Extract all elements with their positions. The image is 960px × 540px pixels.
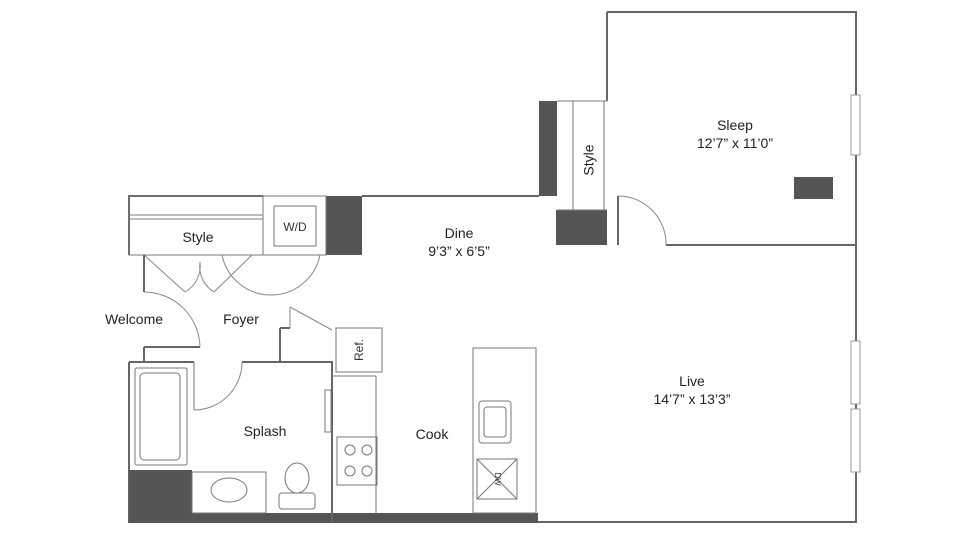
exterior-walls xyxy=(128,11,857,523)
washer-dryer-label: W/D xyxy=(283,220,307,234)
room-label-cook: Cook xyxy=(416,426,450,442)
room-label-live: Live xyxy=(679,373,705,389)
sleep-walls xyxy=(557,100,856,246)
room-dims-sleep: 12’7” x 11’0” xyxy=(697,135,773,151)
room-label-dine: Dine xyxy=(445,225,474,241)
column-block xyxy=(326,196,362,255)
refrigerator-label: Ref. xyxy=(352,339,366,361)
room-dims-live: 14’7” x 13’3” xyxy=(653,391,730,407)
column-block xyxy=(556,210,607,245)
room-dims-dine: 9’3” x 6’5” xyxy=(428,243,490,259)
room-label-style-left: Style xyxy=(182,229,213,245)
bottom-wall xyxy=(192,513,538,523)
washer-dryer-closet xyxy=(221,195,327,296)
bathroom xyxy=(129,361,333,522)
room-label-welcome: Welcome xyxy=(105,311,163,327)
room-label-foyer: Foyer xyxy=(223,311,259,327)
room-label-splash: Splash xyxy=(244,423,287,439)
room-label-sleep: Sleep xyxy=(717,117,753,133)
radiator xyxy=(794,177,833,199)
column-block xyxy=(539,101,557,196)
foyer-walls xyxy=(143,255,333,362)
kitchen xyxy=(332,327,537,514)
column-block xyxy=(129,470,192,523)
dishwasher-label: DW xyxy=(493,472,502,486)
windows xyxy=(850,94,861,473)
room-label-style-right: Style xyxy=(581,144,597,175)
